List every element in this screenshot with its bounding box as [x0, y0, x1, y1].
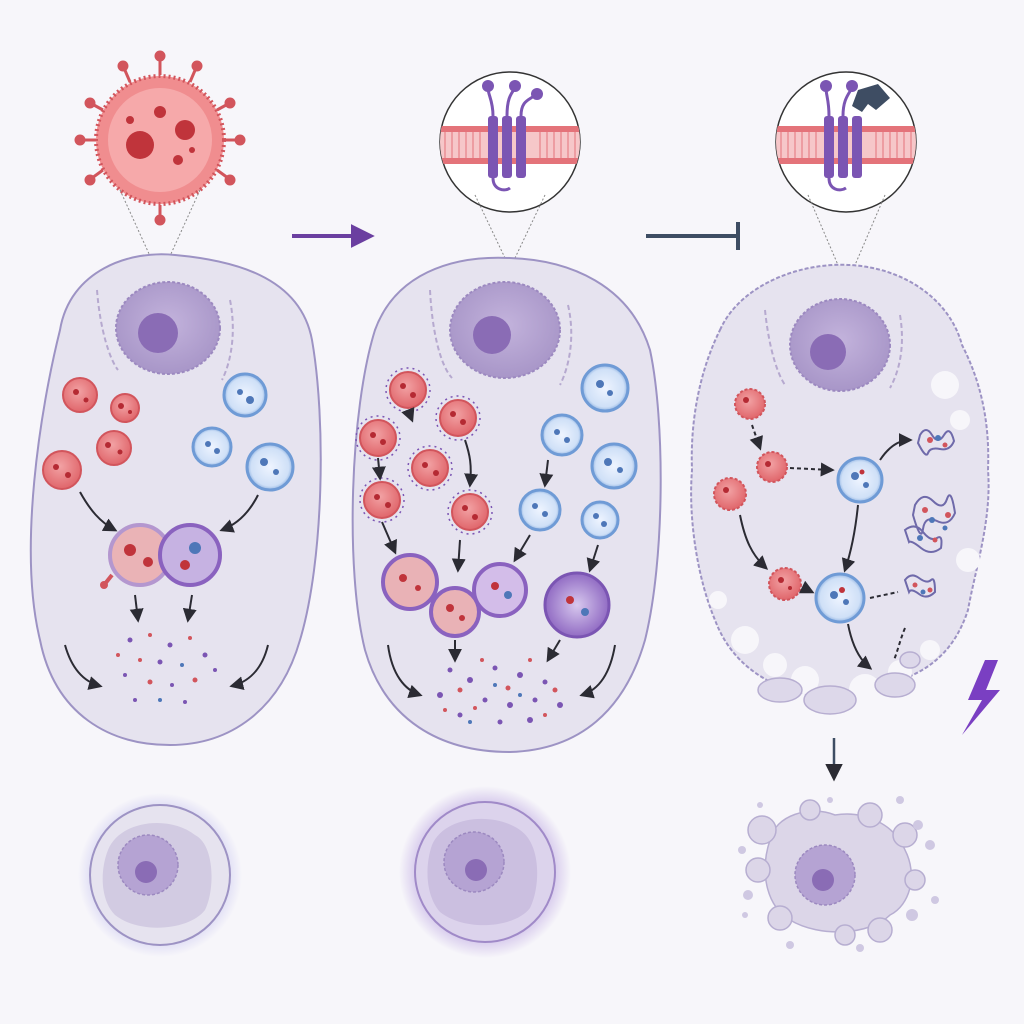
endosome-group [518, 363, 638, 540]
fragmented-cell-outcome [738, 796, 939, 952]
degradation-products [116, 633, 217, 704]
nucleus [429, 281, 573, 386]
cell-fragments [757, 651, 921, 715]
phagolysosome-fusion [381, 553, 611, 639]
virus-particle-icon [74, 50, 246, 226]
intact-cell-outcome [78, 793, 242, 957]
nucleus [764, 298, 903, 392]
flow-arrows [739, 424, 913, 670]
panel-inhibited [690, 71, 1000, 952]
inhibitor-molecule-icon [852, 84, 890, 112]
flow-arrows [64, 491, 269, 691]
intact-cell-glow-outcome [399, 786, 571, 958]
degradation-products [437, 658, 563, 725]
panel-baseline [29, 50, 322, 957]
endosome-group [814, 456, 884, 624]
endosome-group [191, 372, 295, 492]
lightning-bolt-icon [962, 660, 1000, 735]
nucleus [96, 281, 234, 381]
phagolysosome-fusion [100, 523, 222, 589]
inhibition-bar-icon [646, 222, 740, 250]
membrane-breaks [709, 371, 980, 706]
receptor-protein-icon [820, 80, 862, 192]
receptor-inhibitor-zoom-inset [775, 71, 917, 213]
receptor-zoom-inset [439, 71, 581, 213]
protein-aggregates [903, 429, 957, 598]
pathogen-vesicle-group [42, 377, 140, 490]
panel-activated [351, 71, 662, 958]
flow-arrows [371, 407, 616, 699]
receptor-protein-icon [482, 80, 543, 192]
pathogen-vesicle-group [713, 388, 802, 601]
receptor-coated-vesicle-group [355, 367, 493, 535]
